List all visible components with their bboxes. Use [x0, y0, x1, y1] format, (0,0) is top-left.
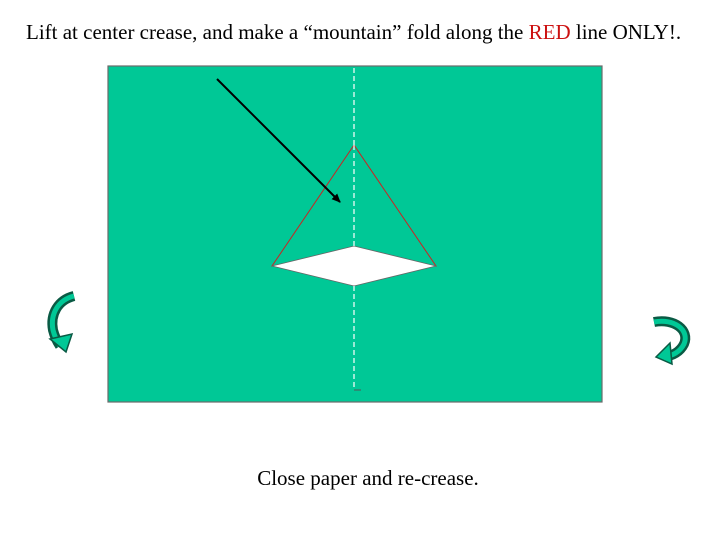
- instruction-text: Lift at center crease, and make a “mount…: [26, 17, 706, 47]
- curved-arrow-down-icon: [47, 291, 76, 354]
- paper-sheet: [107, 65, 603, 403]
- instruction-after: line ONLY!.: [570, 20, 682, 44]
- curved-arrow-down-left-icon: [653, 316, 691, 366]
- diamond-cutout: [271, 245, 437, 287]
- caption-text: Close paper and re-crease.: [257, 466, 479, 490]
- instruction-highlight-red: RED: [528, 20, 571, 44]
- pointer-arrow-icon: [216, 78, 341, 203]
- instruction-before: Lift at center crease, and make a “mount…: [26, 20, 529, 44]
